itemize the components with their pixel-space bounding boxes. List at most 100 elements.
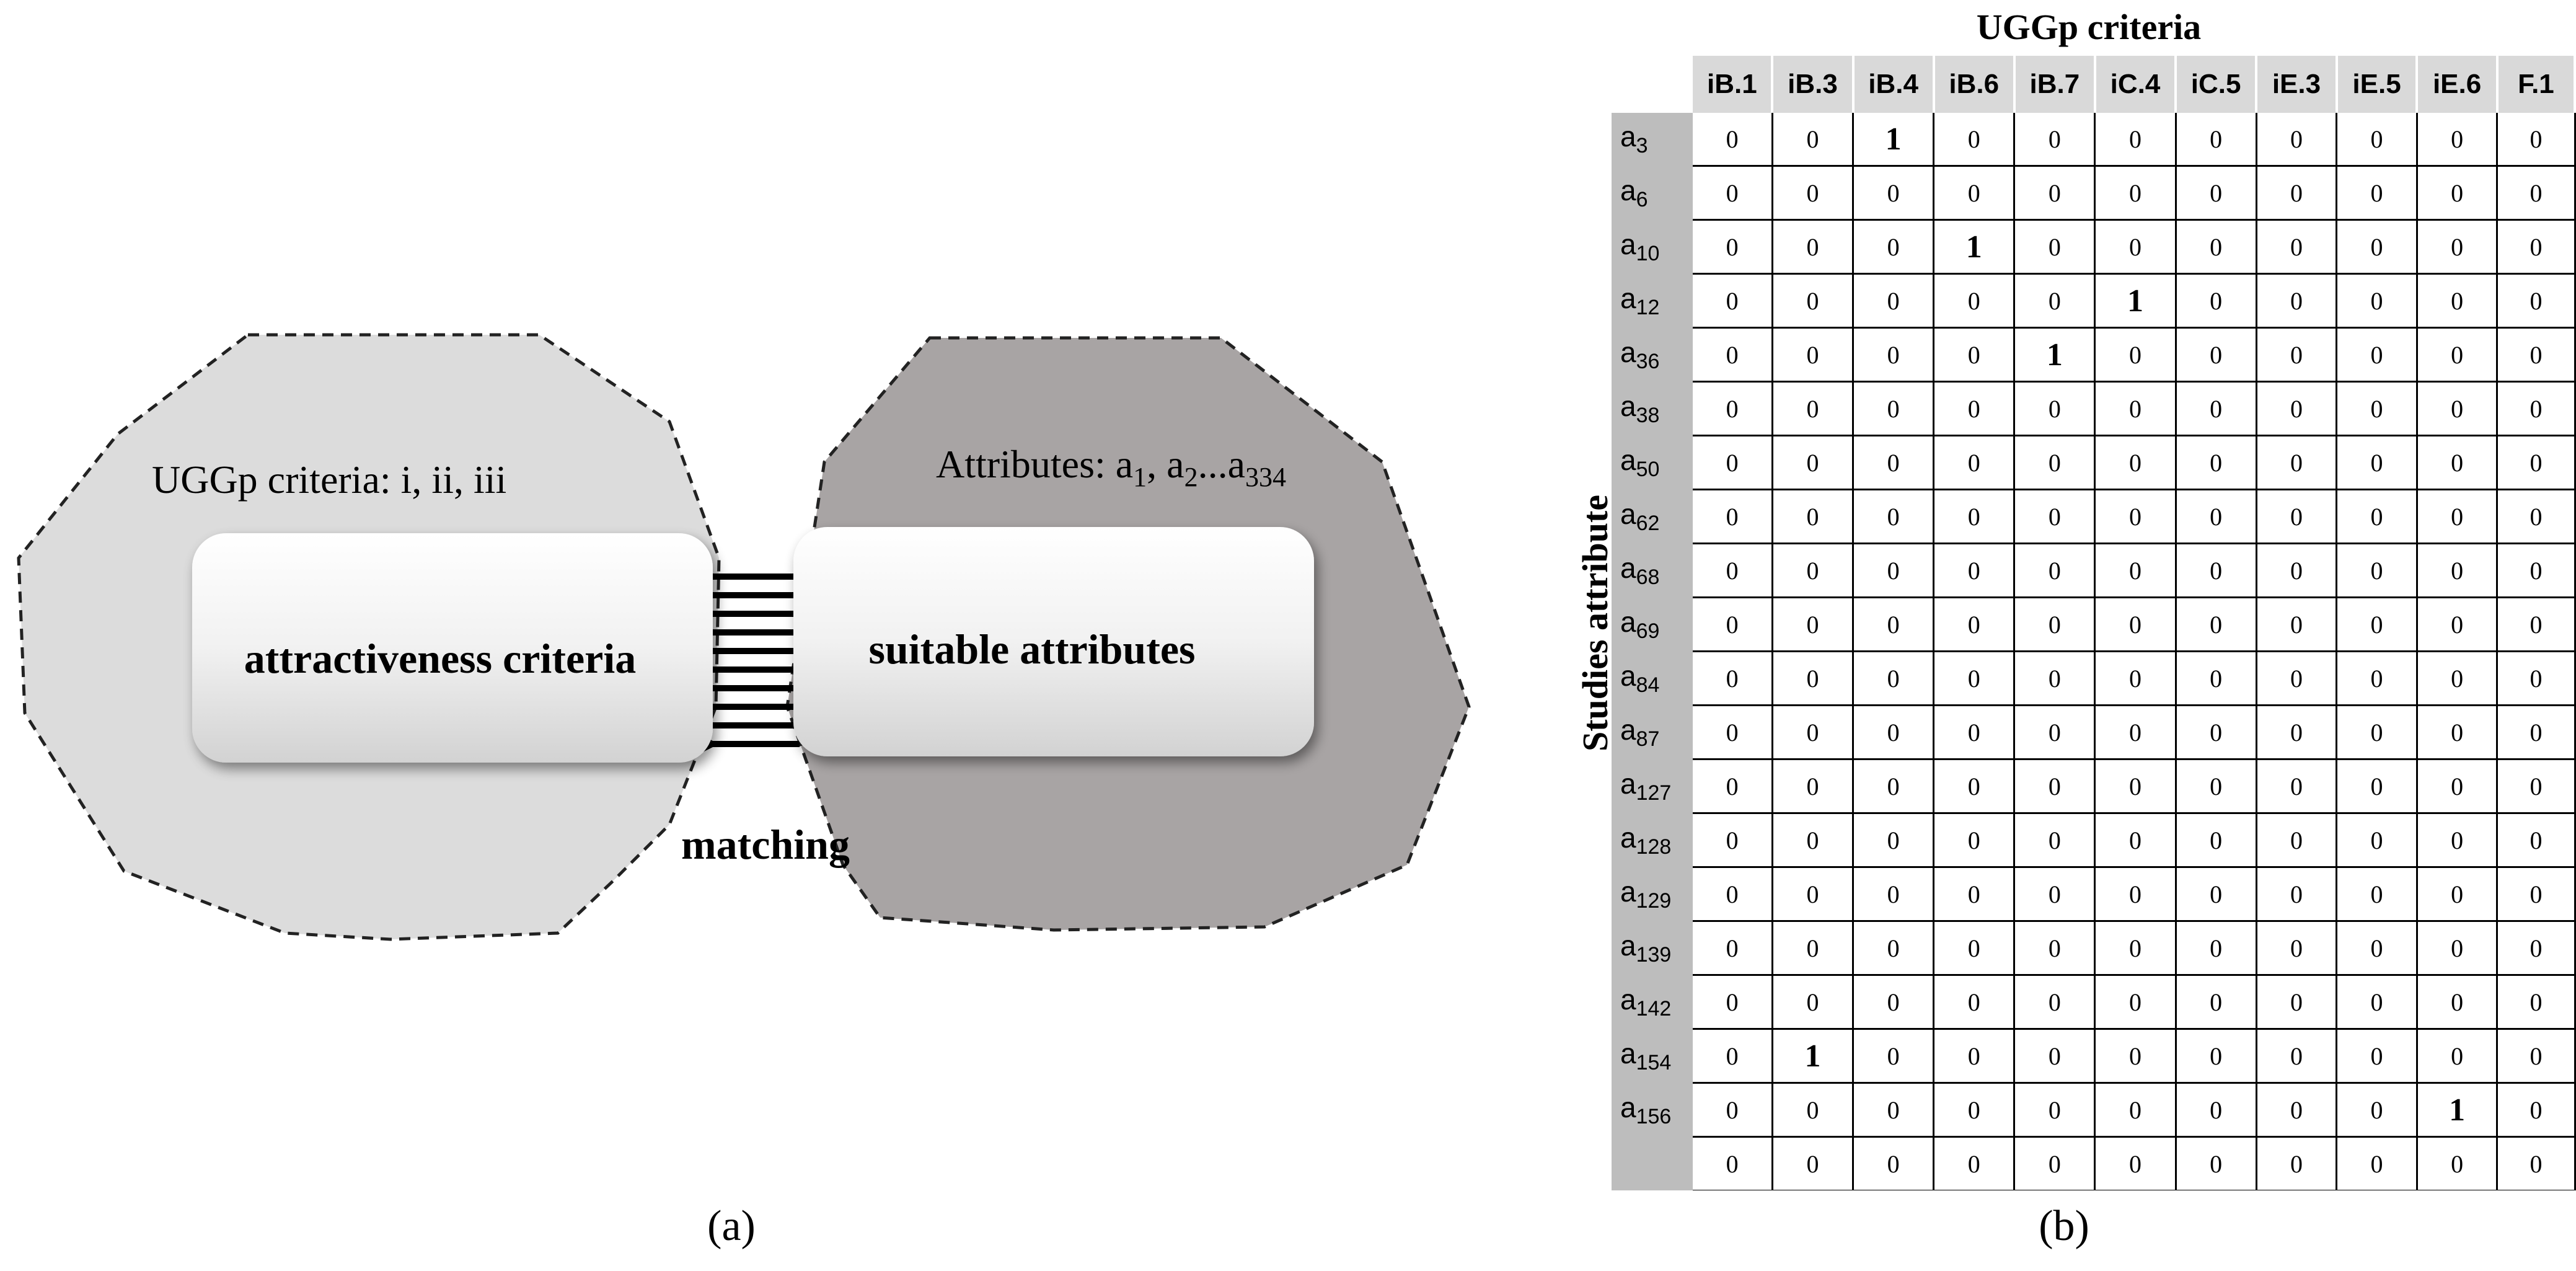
matrix-cell: 0 [1853,543,1935,598]
row-header-sub: 84 [1636,673,1660,698]
row-header-sub: 36 [1636,350,1660,374]
column-header: iB.6 [1933,56,2016,113]
matrix-cell: 0 [2094,1136,2177,1190]
matrix-cell: 0 [2014,113,2096,167]
matrix-cell: 0 [2176,813,2257,868]
row-header-base: a [1620,174,1636,206]
matrix-cell: 0 [2176,975,2257,1030]
matrix-cell: 0 [1933,327,2016,383]
matrix-cell: 0 [1933,381,2016,436]
matrix-cell: 0 [2014,597,2096,652]
table-title: UGGp criteria [1976,7,2202,47]
matrix-cell: 0 [2497,381,2576,436]
matrix-cell: 0 [1693,1029,1773,1084]
matrix-cell: 0 [2417,705,2499,760]
row-header-base: a [1620,228,1636,260]
matrix-cell: 0 [2336,975,2418,1030]
row-header-base: a [1620,1037,1636,1070]
row-header-sub: 142 [1636,997,1672,1021]
matrix-cell: 0 [2336,1136,2418,1190]
matrix-cell: 0 [2256,113,2338,167]
column-header: F.1 [2497,56,2576,113]
matrix-cell: 0 [2256,327,2338,383]
row-header-base: a [1620,497,1636,530]
row-header: a50 [1612,435,1693,490]
matrix-cell: 0 [2417,867,2499,922]
matrix-cell: 0 [2497,651,2576,706]
matrix-cell: 1 [2417,1083,2499,1138]
matrix-cell: 0 [2176,166,2257,221]
panel-a-diagram: attractiveness criteria suitable attribu… [17,333,1471,1250]
row-header-base: a [1620,443,1636,476]
row-header-sub: 128 [1636,835,1672,859]
matrix-cell: 0 [1693,651,1773,706]
matrix-cell: 0 [2014,651,2096,706]
table-corner [1612,56,1693,113]
matrix-cell: 0 [1853,651,1935,706]
row-header: a142 [1612,975,1693,1030]
row-header-sub: 87 [1636,727,1660,751]
column-header: iC.5 [2176,56,2258,113]
matrix-cell: 0 [2176,597,2257,652]
matrix-cell: 0 [2176,921,2257,976]
column-header: iE.6 [2417,56,2499,113]
matrix-cell: 0 [2336,113,2418,167]
matrix-cell: 0 [2336,813,2418,868]
matrix-cell: 0 [2176,327,2257,383]
matrix-cell: 0 [2417,921,2499,976]
matrix-cell: 0 [1772,1083,1855,1138]
matrix-cell: 0 [1693,381,1773,436]
column-header: iC.4 [2094,56,2177,113]
matrix-cell: 0 [2497,1136,2576,1190]
matrix-cell: 0 [2336,273,2418,329]
matrix-cell: 0 [1853,435,1935,490]
row-header-base: a [1620,875,1636,908]
matrix-cell: 0 [2014,1029,2096,1084]
matrix-cell: 0 [1933,1136,2016,1190]
matrix-cell: 0 [2417,975,2499,1030]
matrix-cell: 0 [1933,921,2016,976]
matrix-cell: 0 [2256,381,2338,436]
matrix-cell: 0 [2176,1136,2257,1190]
matrix-cell: 0 [2094,921,2177,976]
matrix-cell: 0 [1772,651,1855,706]
row-header-base: a [1620,713,1636,746]
matching-arrows [682,558,800,763]
matrix-cell: 0 [1853,489,1935,544]
row-header-sub: 10 [1636,242,1660,266]
matrix-cell: 0 [1772,381,1855,436]
matrix-cell: 0 [1772,489,1855,544]
matrix-cell: 0 [1693,489,1773,544]
matrix-cell: 0 [1933,435,2016,490]
matrix-cell: 0 [2176,381,2257,436]
matrix-cell: 0 [2094,327,2177,383]
matrix-cell: 0 [2014,813,2096,868]
matrix-cell: 0 [2417,813,2499,868]
matrix-cell: 0 [2094,381,2177,436]
matrix-cell: 0 [2256,489,2338,544]
row-header: a129 [1612,867,1693,922]
matrix-cell: 0 [2497,219,2576,275]
matrix-cell: 0 [2014,543,2096,598]
matrix-cell: 0 [2094,489,2177,544]
matrix-cell: 0 [2176,705,2257,760]
matrix-cell: 0 [2417,219,2499,275]
matrix-cell: 0 [2014,219,2096,275]
attr-sub-3: 334 [1245,462,1286,492]
matrix-cell: 0 [1853,597,1935,652]
matrix-cell: 0 [2256,1029,2338,1084]
matrix-cell: 0 [2497,813,2576,868]
matrix-cell: 0 [1853,327,1935,383]
panel-a-caption: (a) [707,1202,756,1250]
attr-base-3: a [1228,442,1245,486]
